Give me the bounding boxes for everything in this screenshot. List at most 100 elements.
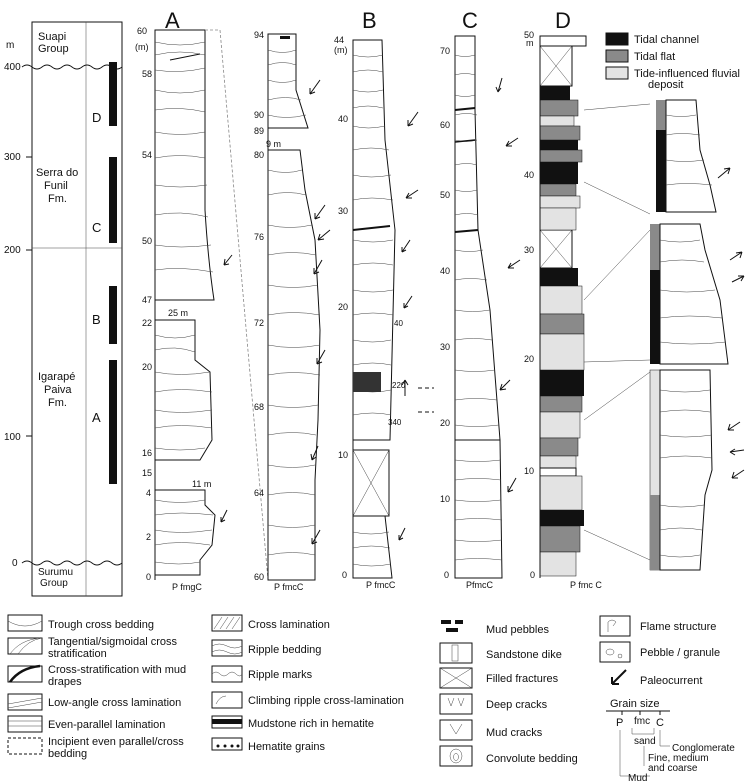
grain-size-sand: sand: [634, 736, 656, 747]
section-bar-b: [109, 286, 117, 344]
column-a-tick-16: 16: [142, 448, 152, 458]
column-a-tick-47: 47: [142, 295, 152, 305]
column-a-upper-laminae: [154, 41, 214, 273]
paleocurrent-arrow: [223, 254, 233, 266]
legend-ripple-bedding: Ripple bedding: [248, 644, 321, 656]
column-c-lower-body: [454, 439, 503, 579]
column-a-tick-54: 54: [142, 150, 152, 160]
zoom-detail-upper: [656, 99, 731, 213]
legend-low-angle: Low-angle cross lamination: [48, 697, 181, 709]
column-a-upper-body: [154, 29, 215, 301]
legend-convolute: Convolute bedding: [486, 753, 578, 765]
column-c-tick-20: 20: [440, 418, 450, 428]
legend-col-2: Cross lamination Ripple bedding Ripple m…: [211, 614, 404, 753]
column-a2-tick-90: 90: [254, 110, 264, 120]
column-a2-body: [267, 149, 321, 581]
column-d-tick-30: 30: [524, 245, 534, 255]
symbol-legend: Trough cross bedding Tangential/sigmoida…: [7, 614, 735, 783]
strat-tick-200: 200: [4, 245, 21, 256]
legend-sandstone-dike: Sandstone dike: [486, 649, 562, 661]
column-b-tick-30: 30: [338, 206, 348, 216]
column-d-unit: m: [526, 38, 534, 48]
legend-ripple-marks: Ripple marks: [248, 669, 313, 681]
column-c-tick-40: 40: [440, 266, 450, 276]
paleocurrent-arrow: [220, 509, 228, 523]
legend-flame-structure: Flame structure: [640, 621, 716, 633]
legend-even-parallel: Even-parallel lamination: [48, 719, 165, 731]
column-b-grain-scale: P fmcC: [366, 580, 396, 590]
strat-tick-300: 300: [4, 152, 21, 163]
grain-size-c: C: [656, 717, 664, 729]
zoom-details: [649, 99, 745, 571]
column-c-grain-scale: PfmcC: [466, 580, 494, 590]
section-bar-d: [109, 62, 117, 126]
legend-climbing-ripple: Climbing ripple cross-lamination: [248, 695, 404, 707]
column-c-tick-0: 0: [444, 570, 449, 580]
column-b: B 44 (m) 40 30 20 10 0 40 220 340 P fmcC: [334, 8, 434, 590]
column-b-paleo-40: 40: [394, 319, 403, 328]
legend-hematite-grains: Hematite grains: [248, 741, 326, 753]
column-a2-tick-76: 76: [254, 232, 264, 242]
column-b-tick-0: 0: [342, 570, 347, 580]
column-a-gap-2: 11 m: [192, 479, 211, 489]
legend-filled-fractures: Filled fractures: [486, 673, 559, 685]
strat-tick-100: 100: [4, 432, 21, 443]
column-a2-tick-72: 72: [254, 318, 264, 328]
column-a2-grain-scale: P fmcC: [274, 582, 304, 592]
column-d-tick-10: 10: [524, 466, 534, 476]
legend-deep-cracks: Deep cracks: [486, 699, 548, 711]
grain-size-key: Grain size P fmc C sand Conglomerate Fin…: [606, 698, 735, 783]
column-c-tick-60: 60: [440, 120, 450, 130]
column-a2-tick-64: 64: [254, 488, 264, 498]
column-b-tick-20: 20: [338, 302, 348, 312]
column-b-title: B: [362, 8, 377, 33]
strat-frame: [31, 21, 123, 597]
column-a2-gap: 9 m: [266, 139, 281, 149]
column-d-tick-40: 40: [524, 170, 534, 180]
section-letter-a: A: [92, 410, 101, 425]
paleocurrent-arrows: [309, 79, 331, 545]
unconformity-bottom: [21, 560, 123, 566]
legend-tidal-flat: Tidal flat: [634, 51, 675, 63]
column-a-grain-scale: P fmgC: [172, 582, 202, 592]
section-letter-c: C: [92, 220, 101, 235]
grain-size-mud: Mud: [628, 773, 647, 783]
column-d-tick-50: 50: [524, 30, 534, 40]
legend-mudstone-hematite: Mudstone rich in hematite: [248, 718, 374, 730]
column-a-tick-22: 22: [142, 318, 152, 328]
section-bar-a: [109, 360, 117, 484]
column-a-tick-58: 58: [142, 69, 152, 79]
column-b-unit: (m): [334, 45, 348, 55]
legend-mud-pebbles: Mud pebbles: [486, 624, 549, 636]
unconformity-top: [21, 64, 123, 70]
column-b-tick-40: 40: [338, 114, 348, 124]
column-d-grain-scale: P fmc C: [570, 580, 602, 590]
zoom-detail-middle: [650, 223, 745, 365]
legend-trough-cross: Trough cross bedding: [48, 619, 154, 631]
grain-size-title: Grain size: [610, 698, 660, 710]
column-b-upper-body: [352, 39, 396, 441]
facies-legend: Tidal channel Tidal flat Tide-influenced…: [605, 32, 740, 91]
column-a2-tick-68: 68: [254, 402, 264, 412]
column-a-gap-1: 25 m: [168, 308, 188, 318]
column-c-tick-10: 10: [440, 494, 450, 504]
column-a2-tick-94: 94: [254, 30, 264, 40]
column-a-unit: (m): [135, 42, 149, 52]
legend-pebble-granule: Pebble / granule: [640, 647, 720, 659]
column-a-tick-4: 4: [146, 488, 151, 498]
strat-ticks: 400 300 200 100 0: [4, 62, 32, 569]
column-a: A (m) 60 58 54 50 47 22 20 16 15: [135, 8, 269, 592]
strat-tick-0: 0: [12, 558, 18, 569]
legend-swatch-tidal-channel: [605, 32, 629, 46]
column-b-paleo-220: 220: [392, 381, 406, 390]
